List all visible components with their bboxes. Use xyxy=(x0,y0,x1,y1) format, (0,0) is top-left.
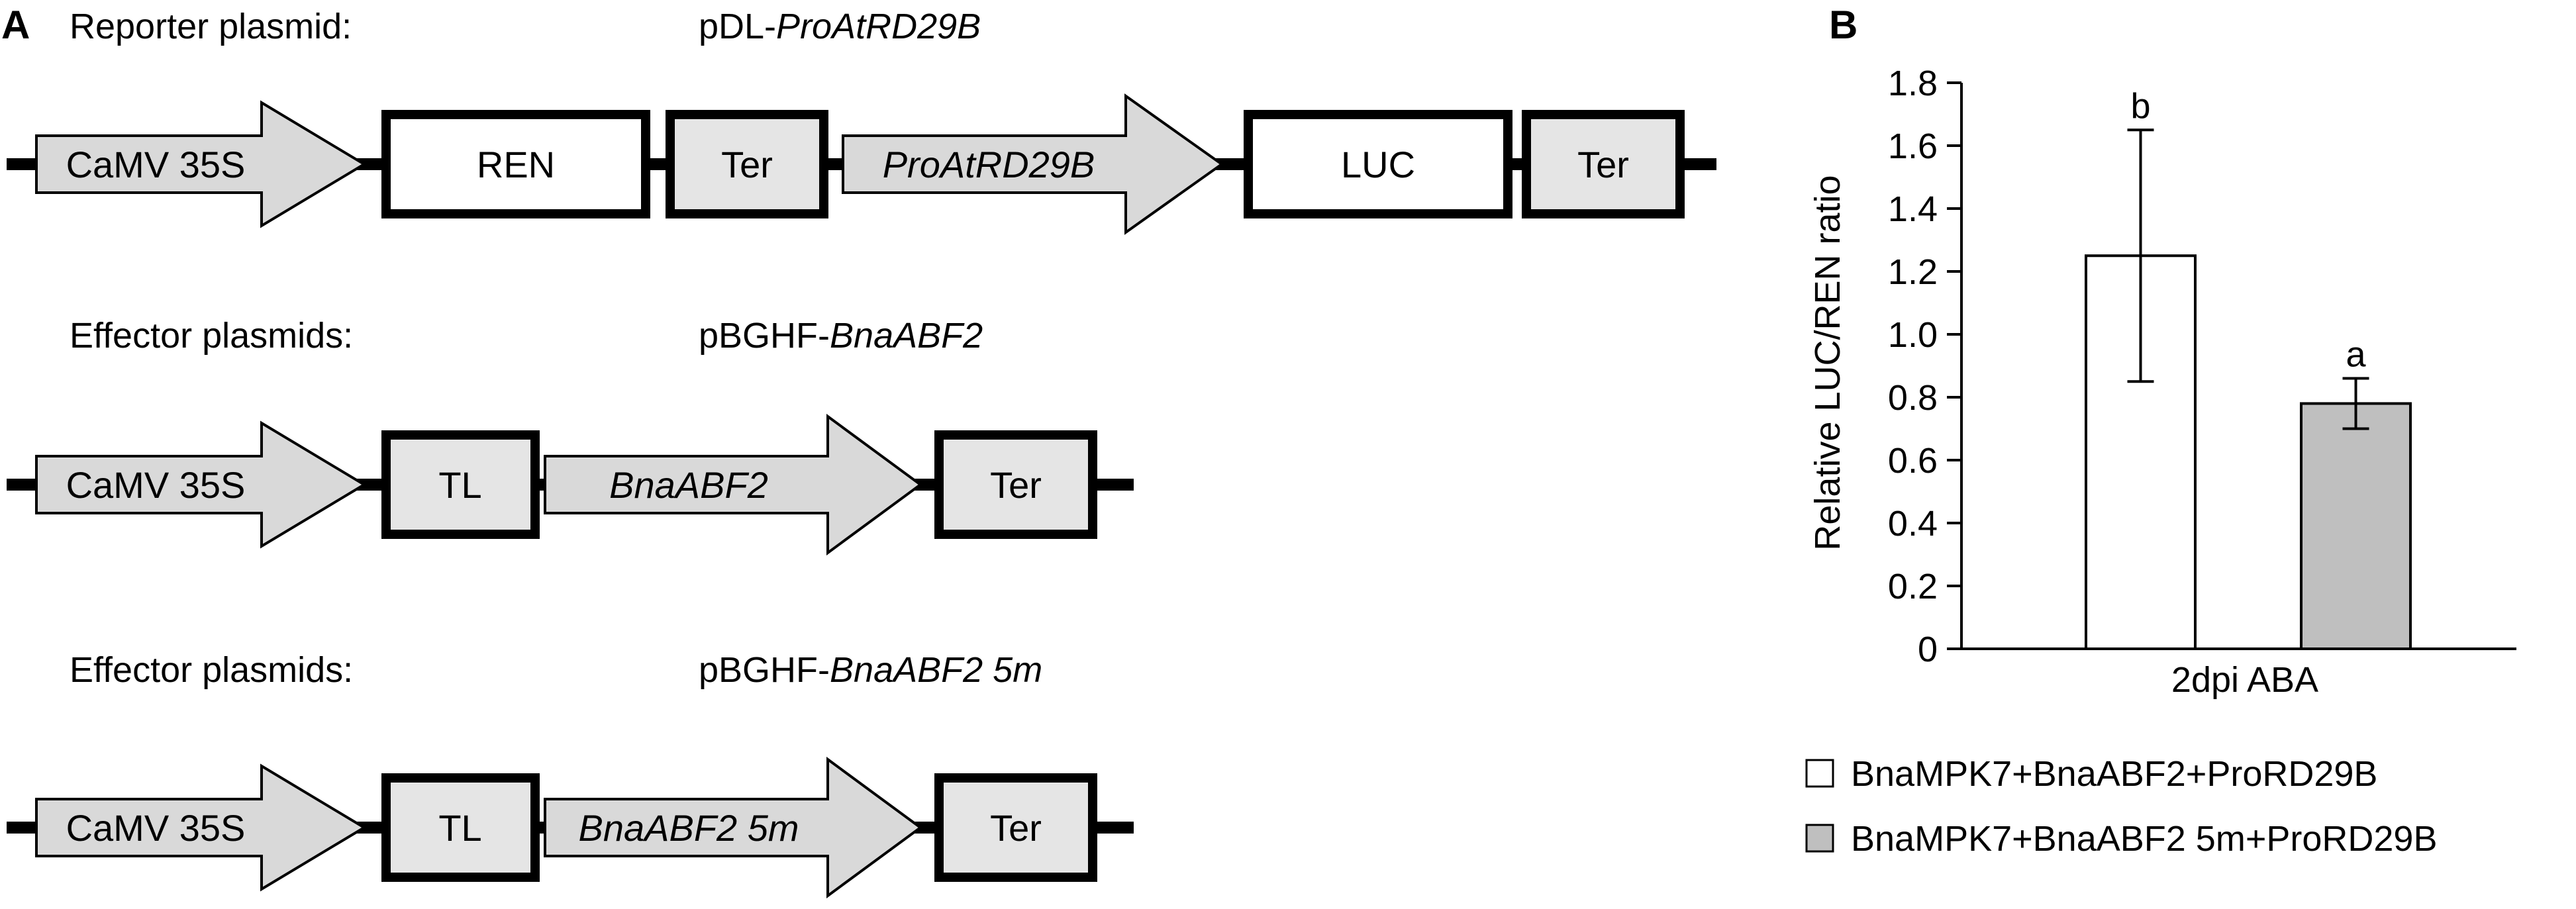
construct-2-name-italic: BnaABF2 xyxy=(830,316,983,356)
construct-3-name-prefix: pBGHF- xyxy=(699,650,830,690)
terminator-box xyxy=(934,430,1097,539)
y-tick-label: 1.6 xyxy=(1888,126,1938,166)
construct-3-element-4: Ter xyxy=(934,773,1097,882)
construct-1-element-1-text: CaMV 35S xyxy=(66,144,246,185)
promoter-arrow xyxy=(35,100,367,228)
terminator-box xyxy=(666,110,828,218)
construct-1-element-2-text: REN xyxy=(477,144,555,185)
construct-1-element-5: LUC xyxy=(1244,110,1512,218)
construct-1-element-3: Ter xyxy=(666,110,828,218)
construct-2-name: pBGHF-BnaABF2 xyxy=(699,316,983,356)
legend-label-2: BnaMPK7+BnaABF2 5m+ProRD29B xyxy=(1851,819,2437,859)
construct-2-element-1: CaMV 35S xyxy=(35,420,367,549)
construct-1-element-5-text: LUC xyxy=(1341,144,1415,185)
construct-effector-1: Effector plasmids: pBGHF-BnaABF2 CaMV 35… xyxy=(7,316,1134,555)
construct-1-element-4: ProAtRD29B xyxy=(842,93,1224,235)
y-tick-label: 1.4 xyxy=(1888,189,1938,229)
panel-a-letter: A xyxy=(1,3,30,47)
construct-2-element-4: Ter xyxy=(934,430,1097,539)
construct-1-element-3-text: Ter xyxy=(721,144,773,185)
legend-item-2: BnaMPK7+BnaABF2 5m+ProRD29B xyxy=(1805,819,2437,859)
y-tick-label: 0.8 xyxy=(1888,378,1938,418)
legend-item-1: BnaMPK7+BnaABF2+ProRD29B xyxy=(1805,754,2377,794)
gene-box xyxy=(1244,110,1512,218)
y-tick-label: 0.6 xyxy=(1888,441,1938,481)
y-tick-label: 1.0 xyxy=(1888,315,1938,355)
construct-effector-2: Effector plasmids: pBGHF-BnaABF2 5m CaMV… xyxy=(7,650,1134,898)
construct-1-name: pDL-ProAtRD29B xyxy=(699,7,981,46)
legend-label-1: BnaMPK7+BnaABF2+ProRD29B xyxy=(1851,754,2377,794)
construct-2-element-2: TL xyxy=(381,430,540,539)
legend-swatch xyxy=(1805,824,1834,853)
construct-1-label: Reporter plasmid: xyxy=(70,7,352,46)
construct-3-element-2-text: TL xyxy=(438,807,481,849)
significance-label: b xyxy=(2130,86,2150,126)
construct-reporter: Reporter plasmid: pDL-ProAtRD29B CaMV 35… xyxy=(7,7,1716,235)
gene-arrow xyxy=(544,757,923,898)
construct-1-element-6-text: Ter xyxy=(1577,144,1629,185)
y-tick-label: 0 xyxy=(1918,630,1938,669)
promoter-arrow xyxy=(35,763,367,892)
construct-3-name: pBGHF-BnaABF2 5m xyxy=(699,650,1042,690)
gene-box xyxy=(381,110,650,218)
y-axis-label: Relative LUC/REN ratio xyxy=(1808,175,1848,550)
terminator-box xyxy=(1522,110,1685,218)
construct-1-name-prefix: pDL- xyxy=(699,7,776,46)
leader-box xyxy=(381,430,540,539)
construct-1-element-6: Ter xyxy=(1522,110,1685,218)
x-category-label: 2dpi ABA xyxy=(2171,660,2318,700)
construct-3-element-3-text: BnaABF2 5m xyxy=(578,807,799,849)
construct-3-element-1: CaMV 35S xyxy=(35,763,367,892)
construct-3-name-italic: BnaABF2 5m xyxy=(830,650,1042,690)
construct-3-element-4-text: Ter xyxy=(990,807,1042,849)
legend-swatch xyxy=(1805,759,1834,788)
terminator-box xyxy=(934,773,1097,882)
panel-b-letter: B xyxy=(1829,3,1858,47)
leader-box xyxy=(381,773,540,882)
construct-2-element-4-text: Ter xyxy=(990,464,1042,506)
bars: ba xyxy=(2085,86,2412,650)
significance-label: a xyxy=(2346,335,2366,375)
promoter-arrow xyxy=(35,420,367,549)
construct-3-element-1-text: CaMV 35S xyxy=(66,807,246,849)
y-tick-label: 1.8 xyxy=(1888,64,1938,103)
legend: BnaMPK7+BnaABF2+ProRD29B BnaMPK7+BnaABF2… xyxy=(1805,754,2437,859)
bar-2 xyxy=(2300,402,2412,650)
construct-1-element-1: CaMV 35S xyxy=(35,100,367,228)
construct-2-element-3-text: BnaABF2 xyxy=(609,464,768,506)
construct-3-element-2: TL xyxy=(381,773,540,882)
y-tick-label: 1.2 xyxy=(1888,252,1938,292)
construct-2-element-1-text: CaMV 35S xyxy=(66,464,246,506)
construct-2-name-prefix: pBGHF- xyxy=(699,316,830,356)
construct-2-element-2-text: TL xyxy=(438,464,481,506)
construct-3-label: Effector plasmids: xyxy=(70,650,353,690)
y-tick-label: 0.4 xyxy=(1888,504,1938,544)
y-axis-ticks: 0 0.2 0.4 0.6 0.8 1.0 1.2 1.4 1.6 1.8 xyxy=(1888,64,1961,669)
construct-1-name-italic: ProAtRD29B xyxy=(776,7,981,46)
panel-a: A Reporter plasmid: pDL-ProAtRD29B CaMV … xyxy=(1,3,1716,898)
bar-chart: Relative LUC/REN ratio 0 0.2 0.4 0.6 0.8 1.0 1… xyxy=(1808,64,2516,700)
construct-1-element-2: REN xyxy=(381,110,650,218)
y-tick-label: 0.2 xyxy=(1888,567,1938,606)
promoter-arrow xyxy=(842,93,1224,235)
construct-2-element-3: BnaABF2 xyxy=(544,414,923,555)
construct-1-element-4-text: ProAtRD29B xyxy=(883,144,1095,185)
panel-b: B Relative LUC/REN ratio 0 0.2 0.4 0.6 0.8 1.… xyxy=(1805,3,2516,859)
construct-3-element-3: BnaABF2 5m xyxy=(544,757,923,898)
construct-2-label: Effector plasmids: xyxy=(70,316,353,356)
gene-arrow xyxy=(544,414,923,555)
